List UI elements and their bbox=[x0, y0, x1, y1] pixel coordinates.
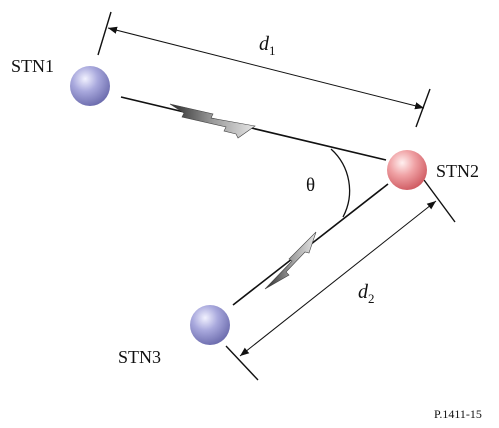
angle-arc bbox=[330, 148, 351, 218]
link-stn1-stn2 bbox=[120, 96, 387, 161]
d2-tick-top bbox=[423, 179, 456, 223]
figure-id: P.1411-15 bbox=[434, 407, 482, 421]
d1-label: d1 bbox=[259, 33, 276, 58]
d2-dimension-arrow bbox=[239, 200, 437, 357]
stn2-label: STN2 bbox=[436, 161, 479, 181]
stn3-node bbox=[190, 305, 230, 345]
lightning-bolt-icon-1 bbox=[169, 103, 256, 139]
lightning-bolt-icon-2 bbox=[264, 231, 317, 290]
d2-tick-bottom bbox=[225, 345, 259, 381]
d1-dimension-arrow bbox=[107, 26, 425, 110]
stn2-node bbox=[387, 150, 427, 190]
d2-label: d2 bbox=[358, 281, 375, 306]
angle-theta-label: θ bbox=[306, 175, 315, 196]
d1-tick-left bbox=[97, 11, 112, 56]
stn1-label: STN1 bbox=[11, 56, 54, 76]
stn1-node bbox=[70, 66, 110, 106]
stn3-label: STN3 bbox=[118, 347, 161, 367]
